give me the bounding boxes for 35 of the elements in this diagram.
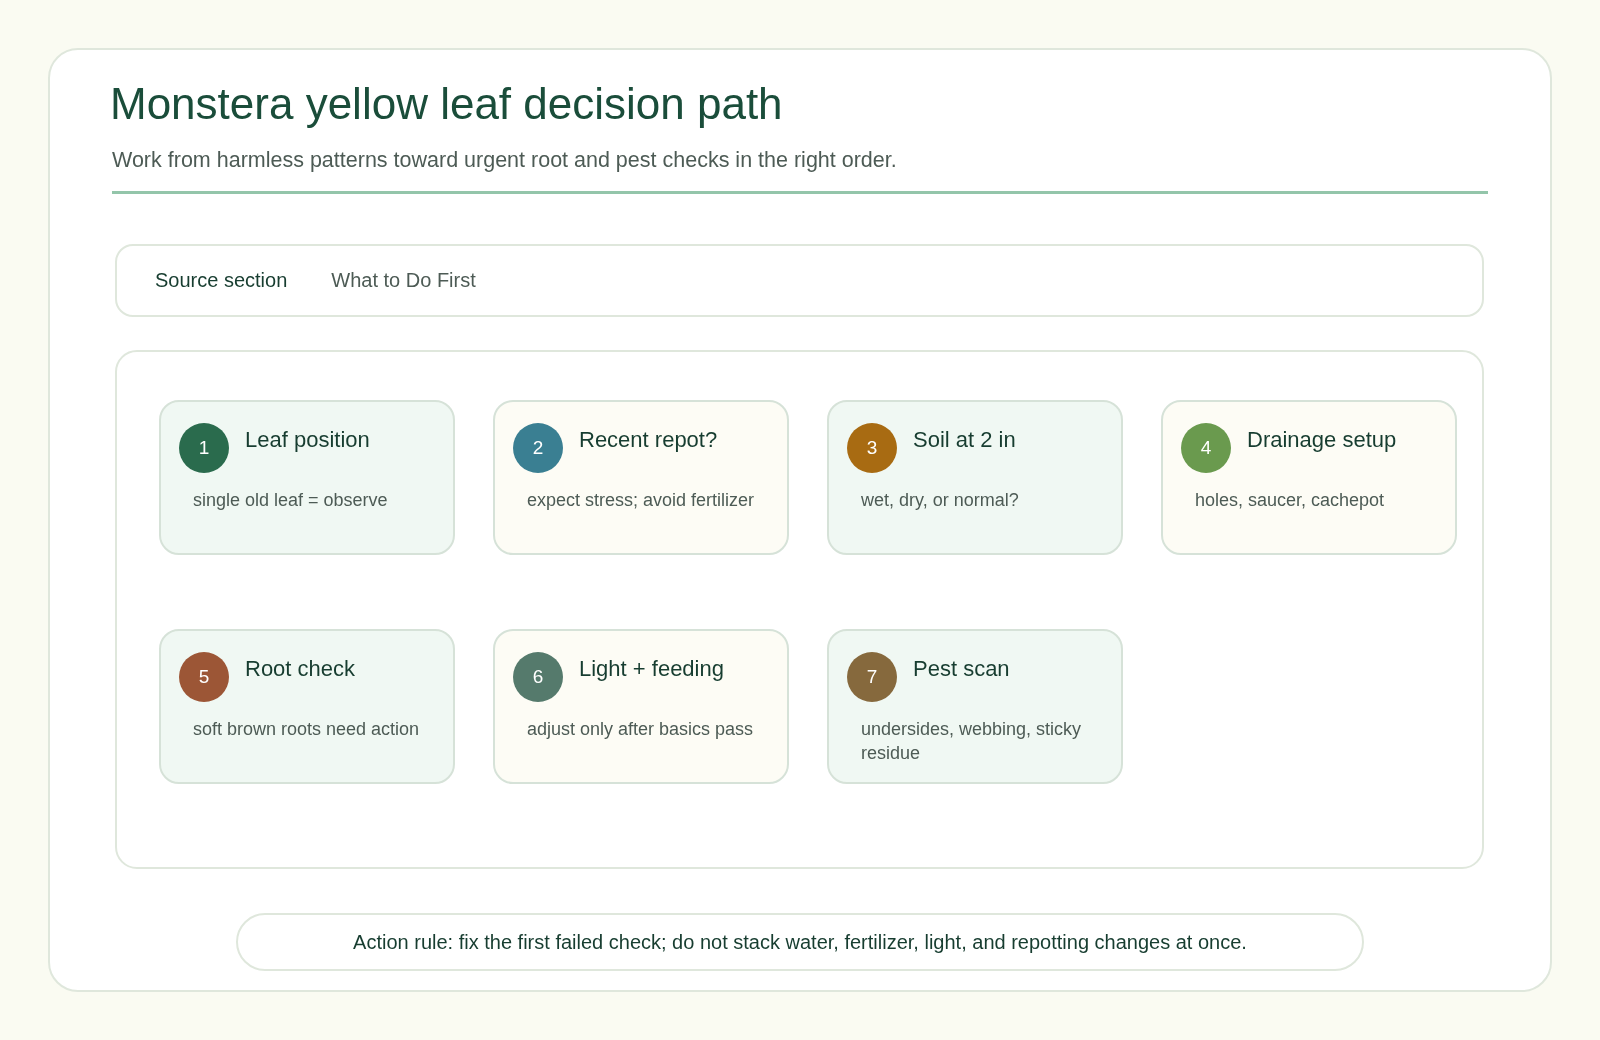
step-number: 1 xyxy=(179,423,229,473)
steps-panel xyxy=(115,350,1484,869)
step-number: 6 xyxy=(513,652,563,702)
step-number: 3 xyxy=(847,423,897,473)
step-description: adjust only after basics pass xyxy=(527,718,755,741)
action-rule-note: Action rule: fix the first failed check; do not stack water, fertilizer, light, and repotting changes at once. xyxy=(236,913,1364,971)
step-title: Soil at 2 in xyxy=(913,426,1017,454)
subtitle: Work from harmless patterns toward urgent root and pest checks in the right order. xyxy=(112,147,897,174)
step-title: Pest scan xyxy=(913,655,1011,683)
step-number: 4 xyxy=(1181,423,1231,473)
step-title: Root check xyxy=(245,655,357,683)
step-card xyxy=(827,629,1123,784)
source-label: Source section xyxy=(155,269,288,292)
step-title: Leaf position xyxy=(245,426,371,454)
step-description: wet, dry, or normal? xyxy=(861,489,1020,512)
step-card xyxy=(1161,400,1457,555)
step-title: Light + feeding xyxy=(579,655,725,683)
step-number: 5 xyxy=(179,652,229,702)
step-description: soft brown roots need action xyxy=(193,718,421,741)
diagram-title: Monstera yellow leaf decision path xyxy=(110,78,783,130)
step-card xyxy=(159,400,455,555)
step-card xyxy=(493,400,789,555)
step-description: expect stress; avoid fertilizer xyxy=(527,489,756,512)
step-card xyxy=(493,629,789,784)
step-number: 7 xyxy=(847,652,897,702)
step-description: undersides, webbing, sticky residue xyxy=(861,718,1083,765)
step-card xyxy=(827,400,1123,555)
step-card xyxy=(159,629,455,784)
source-value: What to Do First xyxy=(331,269,476,292)
step-description: holes, saucer, cachepot xyxy=(1195,489,1386,512)
step-number: 2 xyxy=(513,423,563,473)
step-description: single old leaf = observe xyxy=(193,489,389,512)
step-title: Drainage setup xyxy=(1247,426,1398,454)
source-bar xyxy=(115,244,1484,317)
step-title: Recent repot? xyxy=(579,426,719,454)
